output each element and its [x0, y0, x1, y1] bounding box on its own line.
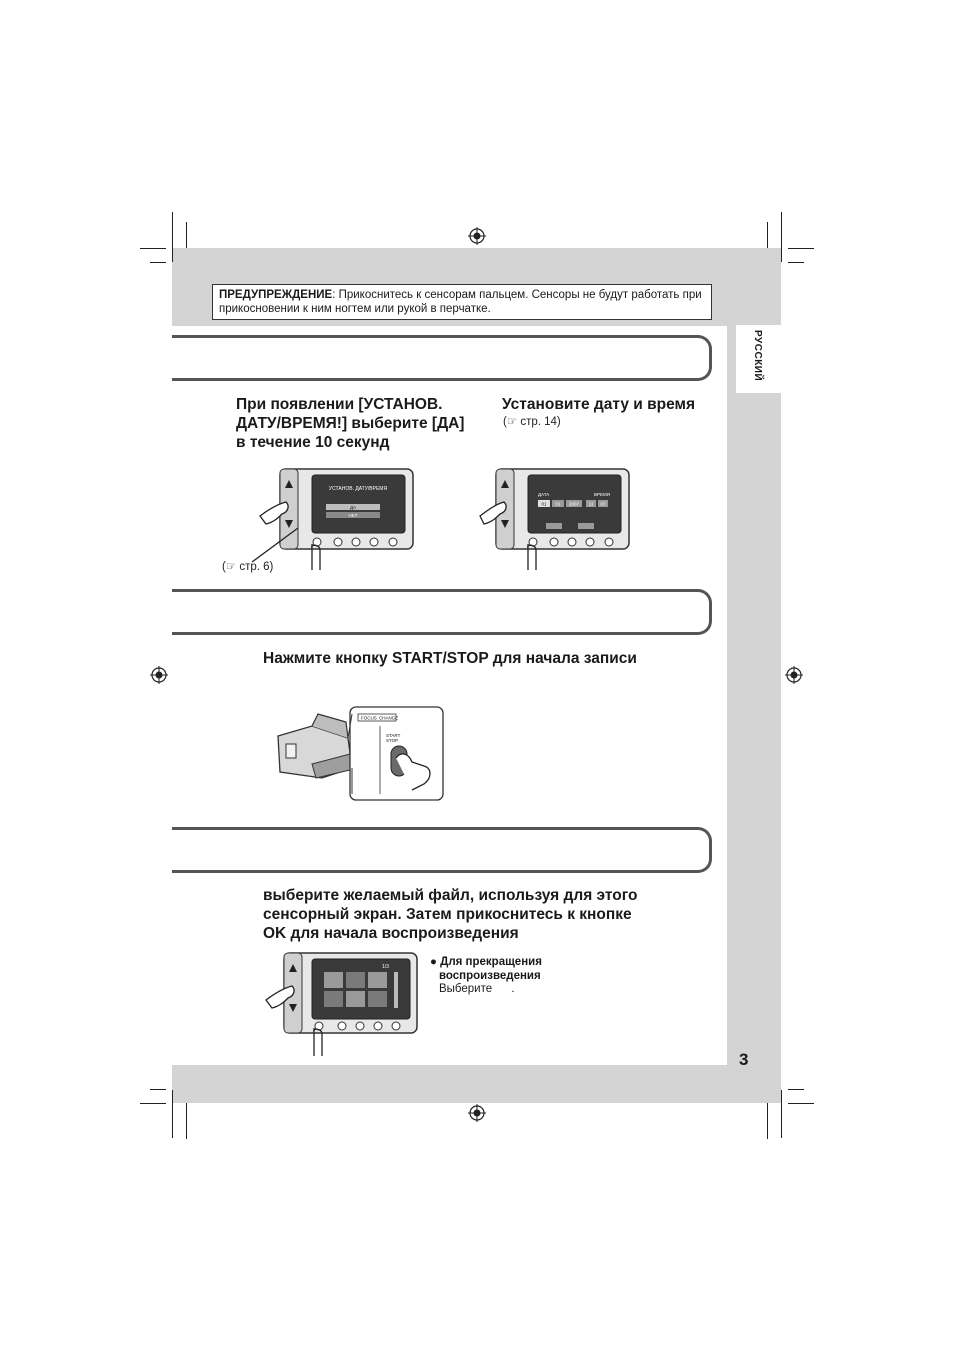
section-bar-2 — [172, 589, 712, 635]
heading-line: сенсорный экран. Затем прикоснитесь к кн… — [263, 906, 632, 923]
date-day: 01 — [541, 502, 547, 507]
camcorder-illustration: FOCUS CHANGE START STOP — [277, 706, 444, 801]
crop-mark — [186, 1103, 187, 1139]
bottom-grey-band — [172, 1065, 781, 1103]
focus-label: FOCUS — [361, 716, 377, 721]
time-hour: 11 — [589, 502, 594, 507]
change-label: CHANGE — [379, 716, 398, 721]
crop-mark — [767, 222, 768, 248]
screen-option-no: НЕТ — [349, 513, 358, 518]
stop-playback-note: ● Для прекращения воспроизведения Выбери… — [430, 956, 542, 997]
crop-mark — [788, 262, 804, 263]
section-bar-1 — [172, 335, 712, 381]
page-reference: (☞ стр. 6) — [222, 561, 274, 573]
step-heading-start-stop: Нажмите кнопку START/STOP для начала зап… — [263, 650, 637, 667]
date-month: 01 — [555, 502, 561, 507]
note-text: Выберите . — [439, 983, 515, 995]
crop-mark — [788, 1089, 804, 1090]
heading-line: в течение 10 секунд — [236, 434, 390, 451]
content-area — [172, 326, 727, 1065]
crop-mark — [781, 1090, 782, 1138]
heading-line: OK для начала воспроизведения — [263, 925, 519, 942]
crop-mark — [767, 1103, 768, 1139]
page-reference: (☞ стр. 14) — [503, 416, 561, 428]
lcd-illustration-3: 1/3 — [265, 952, 418, 1056]
lcd-illustration-2: ДАТА ВРЕМЯ 01 01 2007 11 07 — [479, 468, 630, 570]
time-label: ВРЕМЯ — [594, 492, 610, 497]
crop-mark — [781, 212, 782, 262]
warning-text: : Прикоснитесь к сенсорам пальцем. Сенсо… — [219, 289, 702, 315]
note-title-line: Для прекращения — [440, 956, 542, 968]
registration-mark-icon — [785, 666, 803, 684]
step-heading-playback: выберите желаемый файл, используя для эт… — [263, 886, 638, 943]
registration-mark-icon — [150, 666, 168, 684]
language-tab — [736, 325, 782, 393]
crop-mark — [140, 248, 166, 249]
bullet-icon: ● — [430, 956, 437, 968]
note-title: ● Для прекращения воспроизведения — [430, 956, 542, 983]
registration-mark-icon — [468, 1104, 486, 1122]
start-label: START — [386, 733, 401, 738]
screen-option-yes: ДА — [350, 505, 356, 510]
heading-line: ДАТУ/ВРЕМЯ!] выберите [ДА] — [236, 415, 465, 432]
warning-label: ПРЕДУПРЕЖДЕНИЕ — [219, 289, 333, 301]
warning-box: ПРЕДУПРЕЖДЕНИЕ: Прикоснитесь к сенсорам … — [212, 284, 712, 320]
crop-mark — [788, 1103, 814, 1104]
crop-mark — [172, 1090, 173, 1138]
date-label: ДАТА — [538, 492, 549, 497]
stop-label: STOP — [386, 738, 398, 743]
step-heading-set-date: При появлении [УСТАНОВ. ДАТУ/ВРЕМЯ!] выб… — [236, 395, 464, 452]
crop-mark — [150, 262, 166, 263]
heading-line: выберите желаемый файл, используя для эт… — [263, 887, 638, 904]
screen-title: УСТАНОВ. ДАТУ/ВРЕМЯ — [329, 486, 388, 492]
language-label: РУССКИЙ — [752, 330, 763, 382]
heading-line: При появлении [УСТАНОВ. — [236, 396, 443, 413]
crop-mark — [186, 222, 187, 248]
crop-mark — [140, 1103, 166, 1104]
page-number: 3 — [739, 1050, 749, 1069]
section-bar-3 — [172, 827, 712, 873]
time-minute: 07 — [600, 502, 606, 507]
registration-mark-icon — [468, 227, 486, 245]
crop-mark — [788, 248, 814, 249]
date-year: 2007 — [569, 502, 580, 507]
lcd-illustration-1: УСТАНОВ. ДАТУ/ВРЕМЯ ДА НЕТ — [251, 468, 414, 570]
crop-mark — [150, 1089, 166, 1090]
crop-mark — [172, 212, 173, 262]
note-title-line: воспроизведения — [439, 969, 541, 982]
step-heading-date-time: Установите дату и время — [502, 396, 696, 413]
index-counter: 1/3 — [382, 964, 389, 970]
